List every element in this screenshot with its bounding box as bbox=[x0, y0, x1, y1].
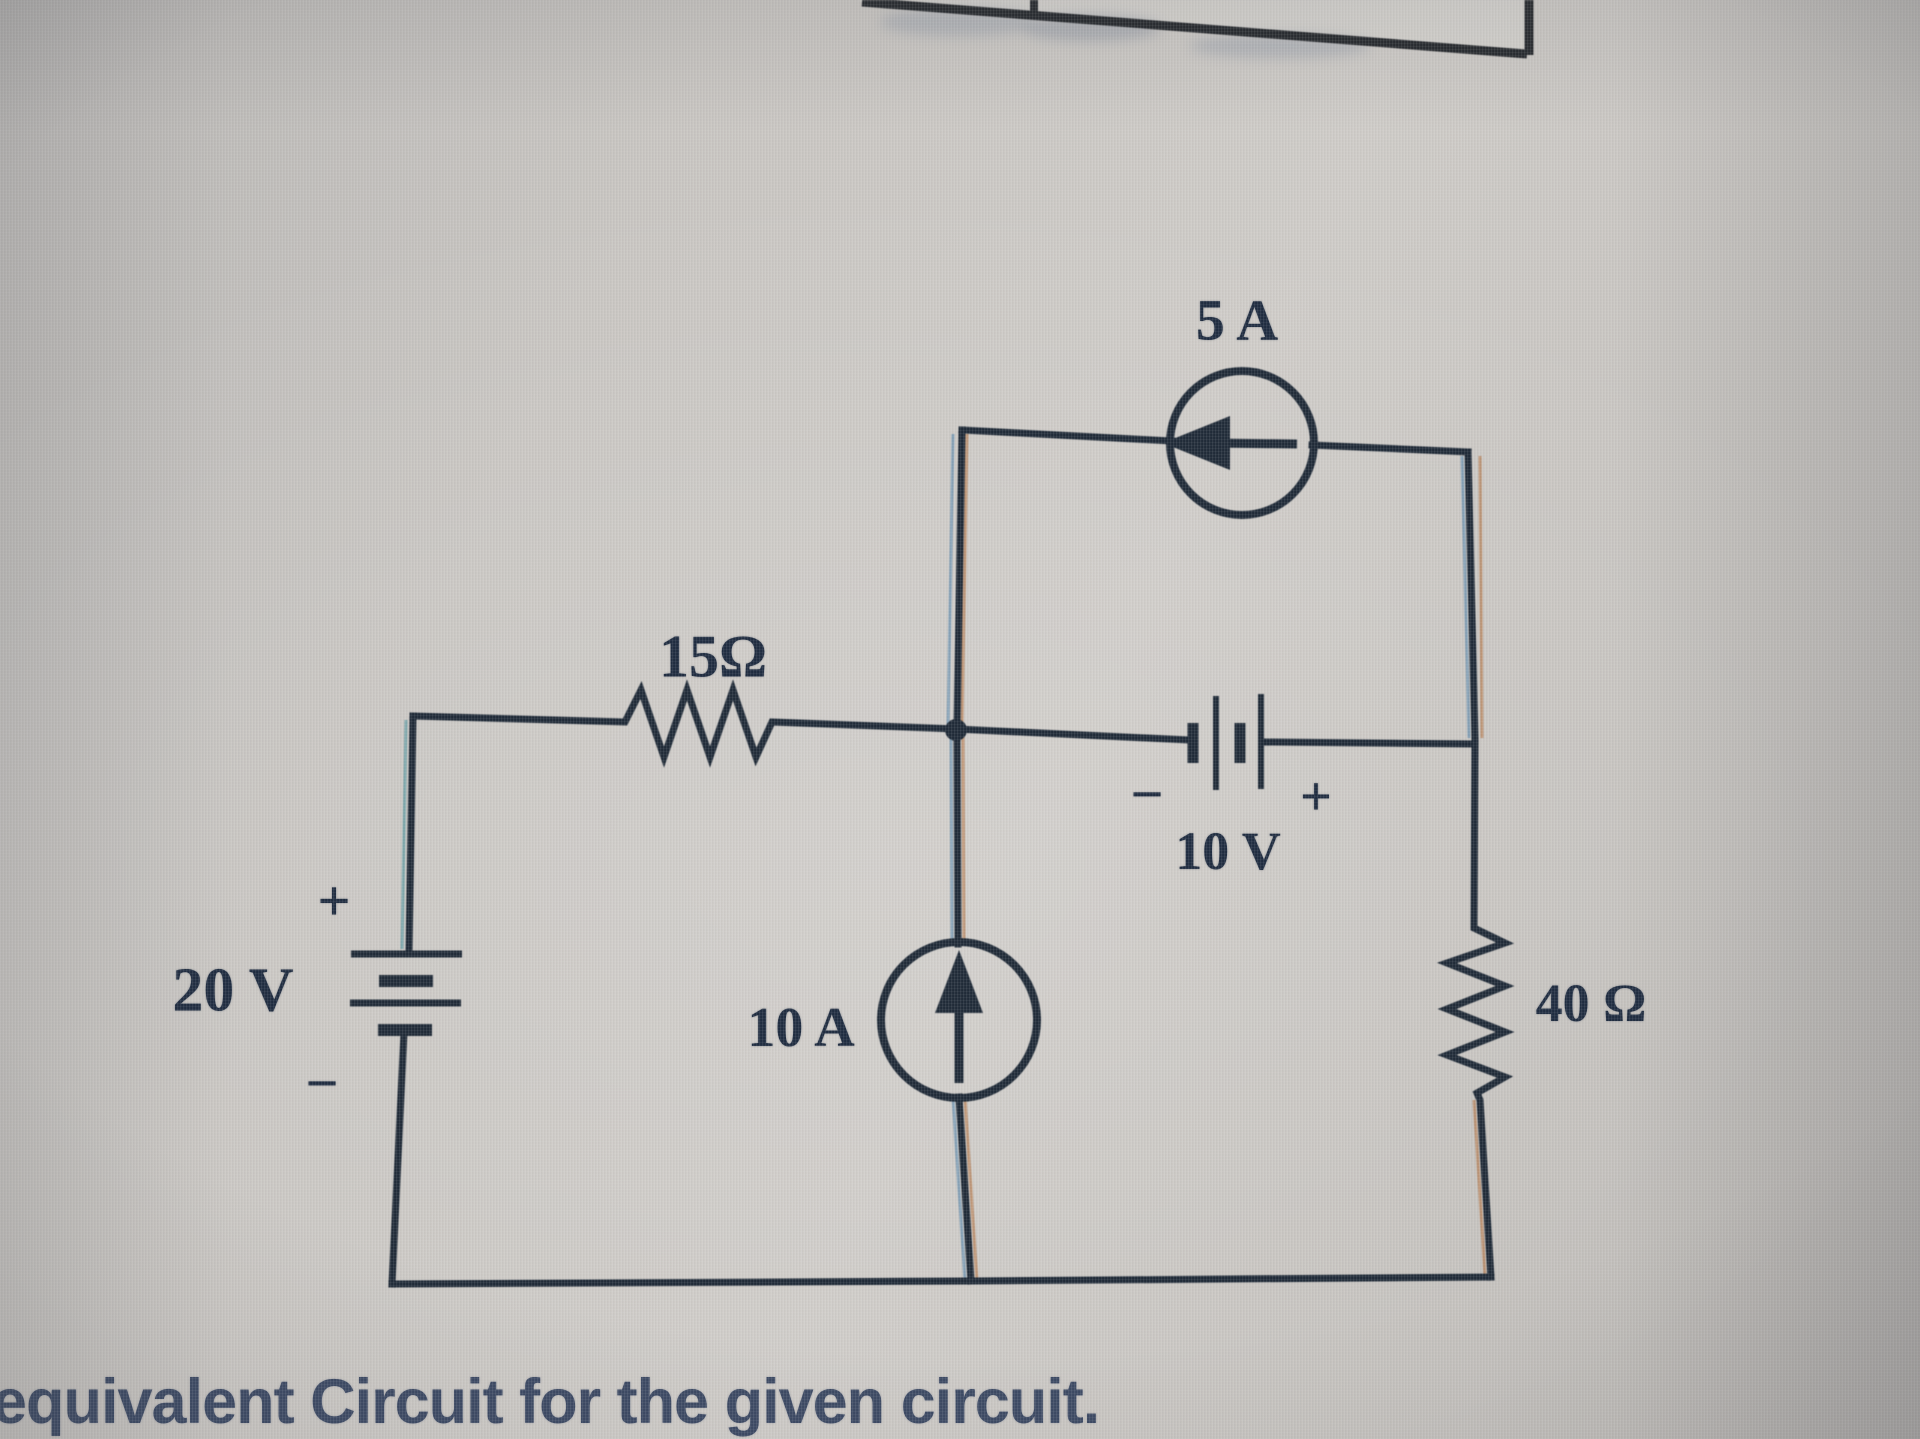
circuit-wires bbox=[388, 426, 1515, 1288]
battery-10v-symbol bbox=[1187, 694, 1264, 790]
wire-middle-lower bbox=[955, 1093, 975, 1285]
top-cropped-figure bbox=[858, 0, 1534, 59]
resistor-40-symbol bbox=[1436, 448, 1515, 1281]
current-source-5a-symbol bbox=[1163, 367, 1318, 519]
resistor-40-label: 40 Ω bbox=[1535, 973, 1647, 1033]
arrow-up-icon bbox=[935, 950, 983, 1013]
source-20v-plus-sign: + bbox=[317, 868, 351, 934]
wire-battery-left bbox=[952, 725, 1193, 744]
battery-10v-label: 10 V bbox=[1175, 821, 1281, 881]
source-20v-minus-sign: − bbox=[305, 1050, 339, 1116]
wire-bottom-rail bbox=[388, 1273, 1495, 1288]
resistor-15-label: 15Ω bbox=[658, 623, 768, 690]
battery-10v-minus-sign: − bbox=[1130, 761, 1164, 827]
battery-10v-plus-sign: + bbox=[1300, 766, 1332, 828]
wire-top-right bbox=[1308, 441, 1472, 456]
wire-left-top bbox=[405, 712, 417, 955]
top-figure-bottom-edge bbox=[861, 0, 1528, 59]
resistor-15-symbol bbox=[409, 679, 960, 768]
wire-left-bottom bbox=[388, 1028, 408, 1288]
source-20v-label: 20 V bbox=[172, 956, 294, 1025]
wire-middle-mid bbox=[953, 725, 962, 948]
current-source-10a-label: 10 A bbox=[747, 997, 855, 1059]
current-source-10a-symbol bbox=[877, 938, 1041, 1102]
figure-caption: equivalent Circuit for the given circuit… bbox=[0, 1367, 1100, 1437]
current-source-5a-label: 5 A bbox=[1195, 287, 1279, 353]
junction-node-dot bbox=[945, 719, 967, 741]
wire-top-left bbox=[958, 426, 1176, 445]
photo-color-fringes bbox=[400, 433, 1487, 1282]
wire-middle-upper bbox=[953, 426, 966, 733]
battery-20v-symbol bbox=[350, 950, 462, 1036]
arrow-left-icon bbox=[1163, 416, 1230, 470]
wire-battery-right bbox=[1259, 738, 1478, 748]
